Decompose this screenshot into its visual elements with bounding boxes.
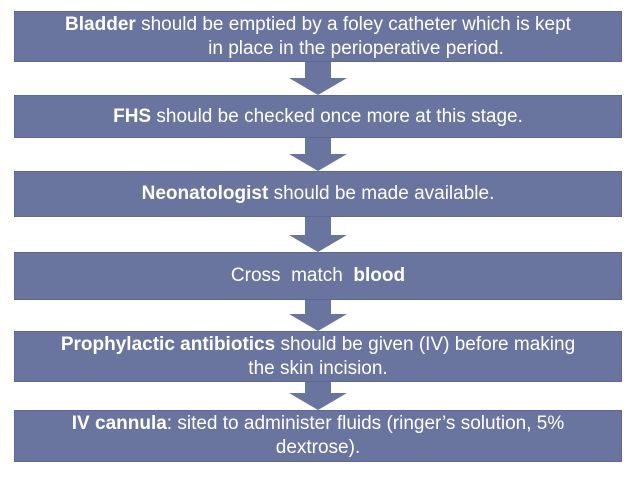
arrow-head <box>289 235 347 252</box>
step-text-rest: should be emptied by a foley catheter wh… <box>135 13 571 35</box>
flow-step-neonatologist: Neonatologist should be made available. <box>14 171 622 217</box>
down-arrow <box>289 62 347 95</box>
down-arrow <box>289 300 347 331</box>
step-text: Cross match blood <box>15 264 621 288</box>
step-text: Neonatologist should be made available. <box>15 182 621 206</box>
step-text-rest: should be checked once more at this stag… <box>151 105 523 127</box>
step-keyword: Prophylactic antibiotics <box>60 333 276 355</box>
arrow-head <box>289 78 347 95</box>
step-text: FHS should be checked once more at this … <box>15 105 621 129</box>
step-keyword: Neonatologist <box>141 183 269 204</box>
flow-step-iv-cannula: IV cannula: sited to administer fluids (… <box>14 410 622 462</box>
flow-step-prophylactic-antibiotics: Prophylactic antibiotics should be given… <box>14 331 622 382</box>
step-text-rest: : sited to administer fluids (ringer’s s… <box>166 413 565 434</box>
flow-step-crossmatch-blood: Cross match blood <box>14 252 622 300</box>
step-text: Prophylactic antibiotics should be given… <box>15 333 621 357</box>
step-text: Bladder should be emptied by a foley cat… <box>15 13 621 37</box>
arrow-stem <box>305 62 331 78</box>
flow-step-fhs: FHS should be checked once more at this … <box>14 95 622 138</box>
arrow-stem <box>305 217 331 235</box>
arrow-stem <box>305 300 331 314</box>
arrow-head <box>289 393 347 410</box>
step-keyword: FHS <box>113 105 152 127</box>
arrow-stem <box>305 138 331 154</box>
down-arrow <box>289 138 347 171</box>
step-text-rest: should be given (IV) before making <box>275 333 576 355</box>
step-text: IV cannula: sited to administer fluids (… <box>15 412 621 436</box>
arrow-stem <box>305 382 331 393</box>
down-arrow <box>289 217 347 252</box>
step-text-line2: in place in the perioperative period. <box>208 37 504 59</box>
arrow-head <box>289 314 347 331</box>
step-keyword: IV cannula <box>71 413 167 434</box>
flow-step-bladder: Bladder should be emptied by a foley cat… <box>14 11 622 62</box>
step-keyword: Bladder <box>65 13 136 35</box>
step-text-line2: the skin incision. <box>248 357 388 379</box>
step-keyword: blood <box>353 265 406 286</box>
down-arrow <box>289 382 347 410</box>
arrow-head <box>289 154 347 171</box>
step-text-pre: Cross match <box>230 265 354 286</box>
step-text-line2: dextrose). <box>275 437 361 458</box>
step-text-rest: should be made available. <box>268 183 495 204</box>
